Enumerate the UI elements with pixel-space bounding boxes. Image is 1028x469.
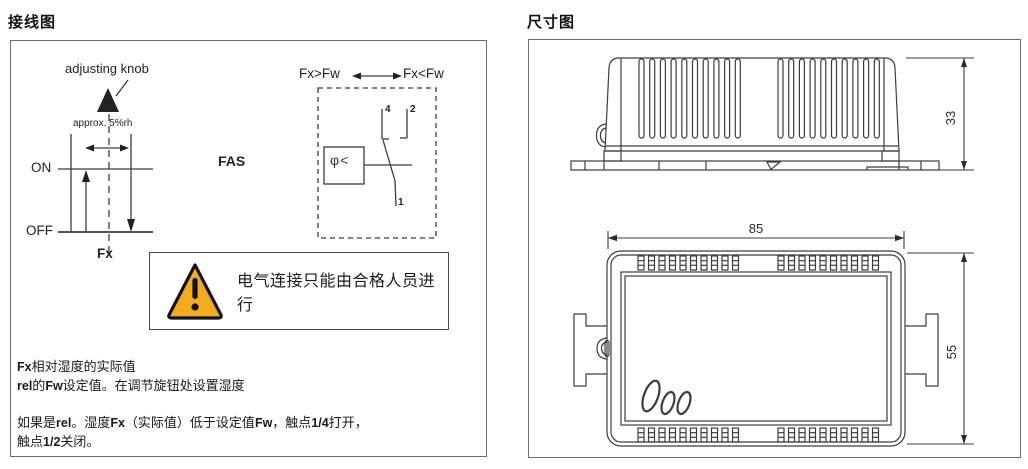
dim33-top-arrowhead	[961, 58, 967, 67]
note-line-4: 触点1/2关闭。	[17, 434, 100, 449]
wiring-diagram-title: 接线图	[8, 14, 57, 31]
terminal-2-label: 2	[410, 104, 416, 115]
humidity-sensor-symbol: φ<	[330, 152, 350, 168]
front-face-inner	[624, 275, 888, 422]
side-knob-inner-arc	[599, 127, 607, 144]
dimension-85: 85	[607, 221, 905, 249]
knob-pointer-line	[115, 79, 129, 97]
fx-gt-fw-label: Fx>Fw	[299, 66, 340, 81]
plate-step-notch	[866, 166, 909, 170]
hysteresis-left-arrowhead	[85, 144, 94, 152]
logo-shape-3	[676, 390, 692, 416]
logo-shape-1	[641, 379, 661, 413]
side-base-plate	[570, 160, 940, 171]
front-face-outer	[620, 271, 892, 426]
left-mounting-tab	[573, 313, 607, 387]
adjusting-knob-label: adjusting knob	[65, 61, 149, 76]
front-vent-slots	[637, 255, 880, 443]
dimension-diagram-panel: 33 85	[528, 39, 1021, 458]
dim33-bottom-arrowhead	[961, 161, 967, 170]
fx-axis-label: Fx	[97, 246, 113, 261]
side-body-outline	[604, 57, 900, 152]
down-arrowhead	[127, 219, 135, 232]
dimension-55: 55	[907, 252, 974, 445]
warning-box: 电气连接只能由合格人员进行	[149, 252, 449, 330]
dim55-top-arrowhead	[961, 253, 967, 262]
state-right-arrowhead	[393, 72, 402, 80]
state-left-arrowhead	[352, 72, 361, 80]
hysteresis-diagram	[58, 79, 153, 258]
switch-schematic	[317, 72, 437, 239]
schematic-dashed-border	[317, 87, 437, 239]
wiring-diagram-panel: adjusting knob approx. 5%rh ON OFF Fx FA…	[10, 40, 487, 457]
on-label: ON	[31, 160, 52, 175]
logo-shape-2	[660, 390, 676, 416]
device-side-view	[570, 57, 940, 171]
hysteresis-label: approx. 5%rh	[73, 118, 133, 129]
fas-model-label: FAS	[218, 153, 246, 169]
side-knob-outer-arc	[595, 123, 607, 148]
front-knob-bar	[604, 339, 610, 358]
dim85-value: 85	[749, 221, 763, 236]
note-line-1: Fx相对湿度的实际值	[17, 359, 136, 374]
front-knob-outer-arc	[596, 337, 608, 360]
device-front-view	[573, 250, 939, 447]
terminal-1-label: 1	[398, 197, 404, 208]
side-left-foot	[603, 150, 622, 162]
up-arrowhead	[82, 170, 90, 182]
right-mounting-tab	[905, 313, 939, 387]
hysteresis-right-arrowhead	[120, 144, 129, 152]
fx-lt-fw-label: Fx<Fw	[403, 66, 444, 81]
front-body-outer	[606, 250, 906, 447]
front-body-inner	[610, 254, 902, 443]
warning-text: 电气连接只能由合格人员进行	[237, 273, 436, 314]
note-line-3: 如果是rel。湿度Fx（实际值）低于设定值Fw，触点1/4打开，	[17, 415, 368, 430]
dim55-value: 55	[944, 345, 959, 359]
wiring-diagram-canvas	[58, 72, 437, 258]
dimension-33: 33	[906, 57, 974, 171]
side-right-foot	[881, 150, 900, 162]
dim55-bottom-arrowhead	[961, 435, 967, 444]
warning-triangle-icon	[167, 263, 223, 320]
dimension-diagram-title: 尺寸图	[527, 14, 576, 31]
side-vent-slots	[638, 58, 880, 139]
dim85-left-arrowhead	[608, 234, 617, 242]
note-line-2: rel的Fw设定值。在调节旋钮处设置湿度	[17, 378, 245, 393]
front-knob-inner-arc	[600, 341, 608, 356]
switch-blade-line	[382, 139, 397, 207]
knob-triangle-icon	[97, 88, 119, 112]
terminal-4-label: 4	[385, 104, 391, 115]
dim33-value: 33	[943, 111, 958, 125]
dim85-right-arrowhead	[895, 234, 904, 242]
off-label: OFF	[26, 223, 53, 238]
plate-center-mark	[766, 161, 782, 171]
dimension-drawing-canvas: 33 85	[570, 57, 974, 447]
brand-logo	[641, 379, 692, 416]
